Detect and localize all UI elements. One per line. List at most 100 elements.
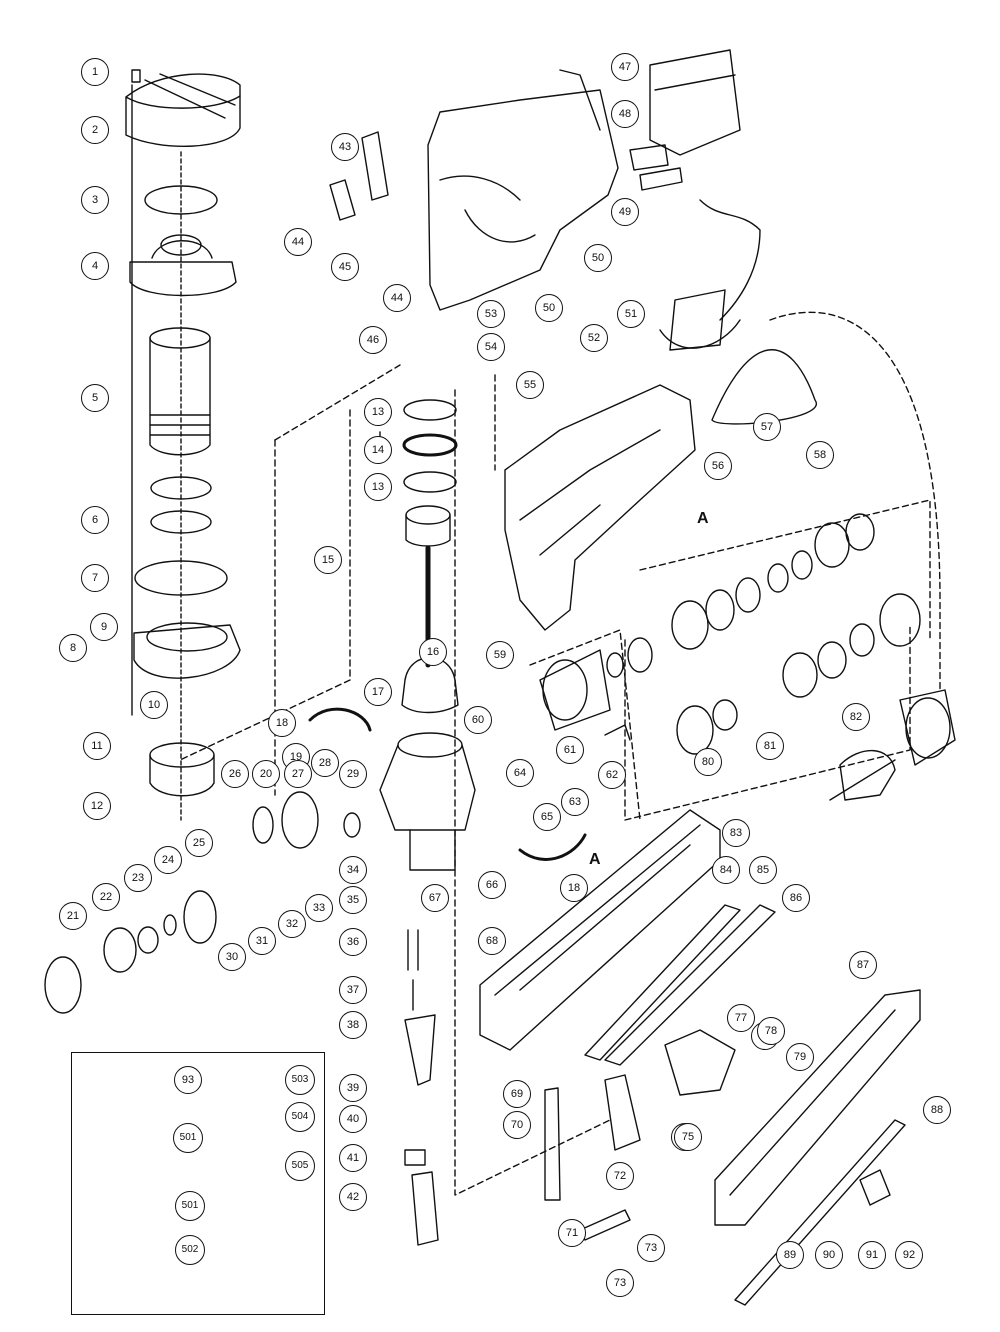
callout-part-23[interactable]: 23 [124,864,152,892]
callout-part-34[interactable]: 34 [339,856,367,884]
callout-part-35[interactable]: 35 [339,886,367,914]
callout-part-62[interactable]: 62 [598,761,626,789]
callout-part-40[interactable]: 40 [339,1105,367,1133]
callout-part-59[interactable]: 59 [486,641,514,669]
callout-part-31[interactable]: 31 [248,927,276,955]
callout-part-93[interactable]: 93 [174,1066,202,1094]
callout-part-38[interactable]: 38 [339,1011,367,1039]
callout-part-70[interactable]: 70 [503,1111,531,1139]
callout-part-90[interactable]: 90 [815,1241,843,1269]
callout-part-1[interactable]: 1 [81,58,109,86]
callout-part-65[interactable]: 65 [533,803,561,831]
callout-part-27[interactable]: 27 [284,760,312,788]
callout-part-69[interactable]: 69 [503,1080,531,1108]
callout-part-73[interactable]: 73 [637,1234,665,1262]
callout-part-33[interactable]: 33 [305,894,333,922]
callout-part-24[interactable]: 24 [154,846,182,874]
callout-part-75[interactable]: 75 [674,1123,702,1151]
callout-part-72[interactable]: 72 [606,1162,634,1190]
callout-part-20[interactable]: 20 [252,760,280,788]
callout-part-505[interactable]: 505 [285,1151,315,1181]
callout-part-42[interactable]: 42 [339,1183,367,1211]
callout-part-11[interactable]: 11 [83,732,111,760]
callout-part-89[interactable]: 89 [776,1241,804,1269]
callout-part-25[interactable]: 25 [185,829,213,857]
callout-part-57[interactable]: 57 [753,413,781,441]
callout-part-49[interactable]: 49 [611,198,639,226]
callout-part-52[interactable]: 52 [580,324,608,352]
callout-part-87[interactable]: 87 [849,951,877,979]
callout-part-503[interactable]: 503 [285,1065,315,1095]
callout-part-37[interactable]: 37 [339,976,367,1004]
callout-part-12[interactable]: 12 [83,792,111,820]
callout-part-45[interactable]: 45 [331,253,359,281]
callout-part-39[interactable]: 39 [339,1074,367,1102]
callout-part-88[interactable]: 88 [923,1096,951,1124]
callout-part-17[interactable]: 17 [364,678,392,706]
callout-part-50[interactable]: 50 [535,294,563,322]
callout-part-67[interactable]: 67 [421,884,449,912]
callout-part-29[interactable]: 29 [339,760,367,788]
callout-part-13[interactable]: 13 [364,398,392,426]
callout-part-78[interactable]: 78 [757,1017,785,1045]
callout-part-41[interactable]: 41 [339,1144,367,1172]
callout-part-21[interactable]: 21 [59,902,87,930]
callout-part-32[interactable]: 32 [278,910,306,938]
callout-part-55[interactable]: 55 [516,371,544,399]
callout-part-84[interactable]: 84 [712,856,740,884]
callout-part-56[interactable]: 56 [704,452,732,480]
callout-part-47[interactable]: 47 [611,53,639,81]
callout-part-60[interactable]: 60 [464,706,492,734]
callout-part-68[interactable]: 68 [478,927,506,955]
callout-part-44[interactable]: 44 [383,284,411,312]
callout-part-46[interactable]: 46 [359,326,387,354]
callout-part-58[interactable]: 58 [806,441,834,469]
callout-part-43[interactable]: 43 [331,133,359,161]
callout-part-13[interactable]: 13 [364,473,392,501]
callout-part-22[interactable]: 22 [92,883,120,911]
callout-part-30[interactable]: 30 [218,943,246,971]
callout-part-71[interactable]: 71 [558,1219,586,1247]
callout-part-80[interactable]: 80 [694,748,722,776]
callout-part-16[interactable]: 16 [419,638,447,666]
callout-part-85[interactable]: 85 [749,856,777,884]
callout-part-14[interactable]: 14 [364,436,392,464]
callout-part-28[interactable]: 28 [311,749,339,777]
callout-part-91[interactable]: 91 [858,1241,886,1269]
callout-part-9[interactable]: 9 [90,613,118,641]
callout-part-7[interactable]: 7 [81,564,109,592]
callout-part-10[interactable]: 10 [140,691,168,719]
callout-part-79[interactable]: 79 [786,1043,814,1071]
callout-part-64[interactable]: 64 [506,759,534,787]
callout-part-18[interactable]: 18 [560,874,588,902]
callout-part-73[interactable]: 73 [606,1269,634,1297]
callout-part-501[interactable]: 501 [175,1191,205,1221]
callout-part-51[interactable]: 51 [617,300,645,328]
callout-part-66[interactable]: 66 [478,871,506,899]
callout-part-63[interactable]: 63 [561,788,589,816]
callout-part-92[interactable]: 92 [895,1241,923,1269]
callout-part-502[interactable]: 502 [175,1235,205,1265]
callout-part-44[interactable]: 44 [284,228,312,256]
callout-part-6[interactable]: 6 [81,506,109,534]
callout-part-5[interactable]: 5 [81,384,109,412]
callout-part-8[interactable]: 8 [59,634,87,662]
callout-part-26[interactable]: 26 [221,760,249,788]
callout-part-48[interactable]: 48 [611,100,639,128]
callout-part-504[interactable]: 504 [285,1102,315,1132]
callout-part-3[interactable]: 3 [81,186,109,214]
callout-part-501[interactable]: 501 [173,1123,203,1153]
callout-part-77[interactable]: 77 [727,1004,755,1032]
callout-part-82[interactable]: 82 [842,703,870,731]
callout-part-4[interactable]: 4 [81,252,109,280]
callout-part-50[interactable]: 50 [584,244,612,272]
callout-part-36[interactable]: 36 [339,928,367,956]
callout-part-15[interactable]: 15 [314,546,342,574]
callout-part-83[interactable]: 83 [722,819,750,847]
callout-part-18[interactable]: 18 [268,709,296,737]
callout-part-81[interactable]: 81 [756,732,784,760]
callout-part-54[interactable]: 54 [477,333,505,361]
callout-part-86[interactable]: 86 [782,884,810,912]
callout-part-2[interactable]: 2 [81,116,109,144]
callout-part-61[interactable]: 61 [556,736,584,764]
